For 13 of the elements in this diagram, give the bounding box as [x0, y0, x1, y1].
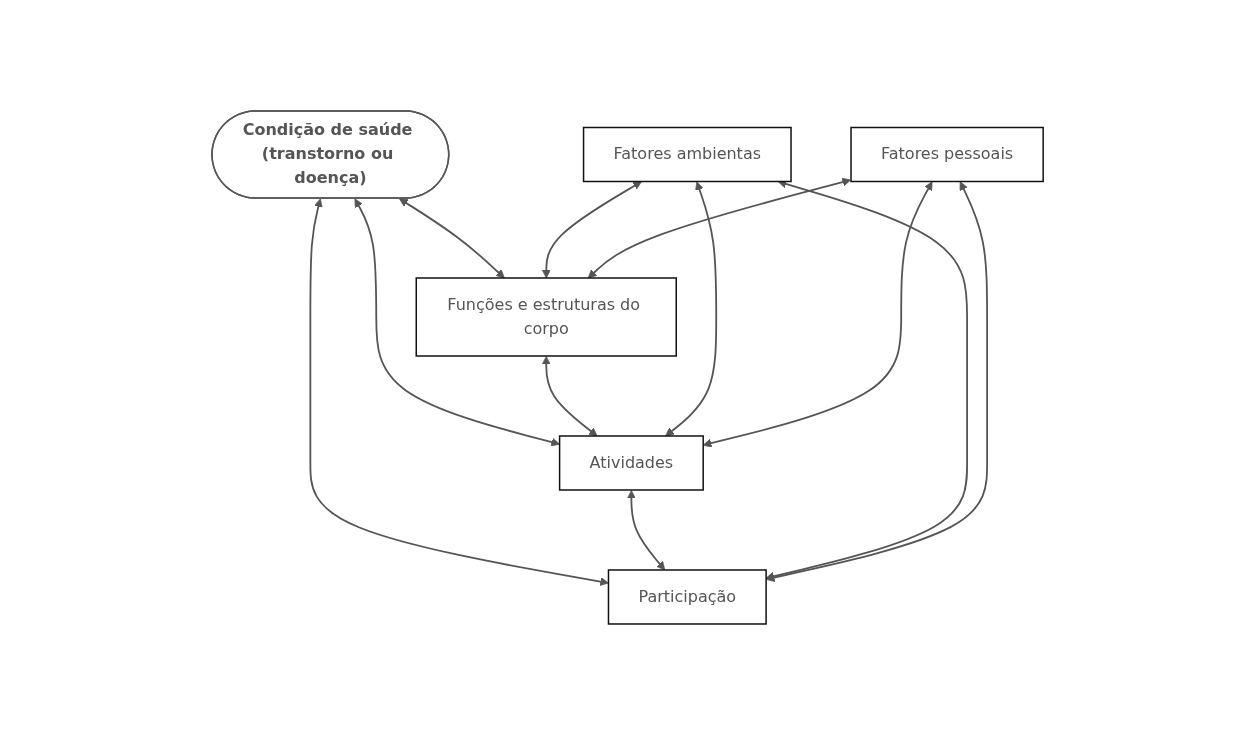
arrow — [399, 198, 506, 279]
arrow — [542, 181, 643, 279]
arrow — [542, 356, 598, 437]
arrow — [703, 181, 933, 448]
node-box: Funções e estruturas do corpo — [415, 277, 678, 357]
arrow — [588, 177, 852, 279]
node-box: Atividades — [559, 435, 705, 491]
arrow — [354, 198, 561, 447]
arrow — [627, 490, 666, 571]
node-box: Participação — [608, 569, 768, 625]
arrow — [665, 181, 718, 437]
node-box: Fatores ambientas — [583, 126, 793, 183]
node-box: Fatores pessoais — [850, 126, 1045, 183]
